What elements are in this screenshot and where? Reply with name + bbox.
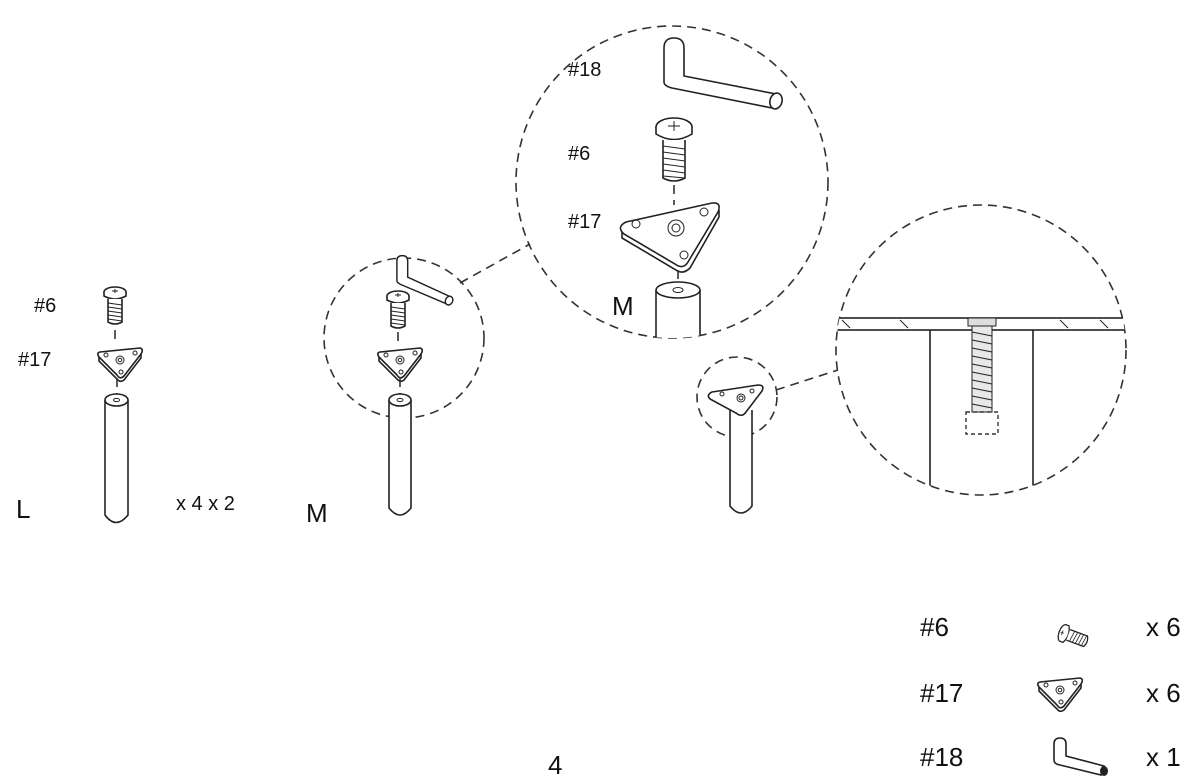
parts-list-qty: x 6	[1146, 612, 1181, 642]
parts-list-qty: x 6	[1146, 678, 1181, 708]
screw-6-icon	[103, 286, 127, 325]
triangle-plate-17-icon	[619, 202, 720, 273]
triangle-plate-17-icon	[96, 347, 144, 383]
screw-6-icon	[386, 290, 410, 329]
triangle-plate-17-icon	[376, 347, 424, 383]
cross-section-detail	[835, 204, 1127, 496]
label-part-18: #18	[568, 59, 602, 81]
screw-6-icon	[655, 117, 693, 182]
label-part-17: #17	[18, 349, 52, 371]
parts-list-qty: x 1	[1146, 742, 1181, 772]
middle-leg-assembly	[323, 243, 531, 516]
step-number: 4	[548, 750, 563, 780]
triangle-plate-icon	[1036, 677, 1084, 713]
assembled-leg	[696, 356, 839, 514]
leg-label-m-zoom: M	[612, 291, 634, 321]
quantity-text: x 4 x 2	[176, 493, 235, 515]
label-part-6-zoom: #6	[568, 143, 591, 165]
left-leg-assembly	[96, 286, 144, 524]
parts-list-part: #6	[920, 612, 949, 642]
leg-label-l: L	[16, 494, 31, 524]
label-part-6: #6	[34, 295, 57, 317]
label-part-17-zoom: #17	[568, 211, 602, 233]
zoom-detail-circle	[515, 25, 829, 339]
screw-icon	[1055, 622, 1091, 651]
leg-label-m: M	[306, 498, 328, 528]
allen-key-icon	[1053, 737, 1108, 776]
parts-list-part: #18	[920, 742, 964, 772]
parts-list-icons	[1036, 622, 1108, 776]
parts-list-part: #17	[920, 678, 964, 708]
allen-key-18-icon	[663, 37, 778, 109]
